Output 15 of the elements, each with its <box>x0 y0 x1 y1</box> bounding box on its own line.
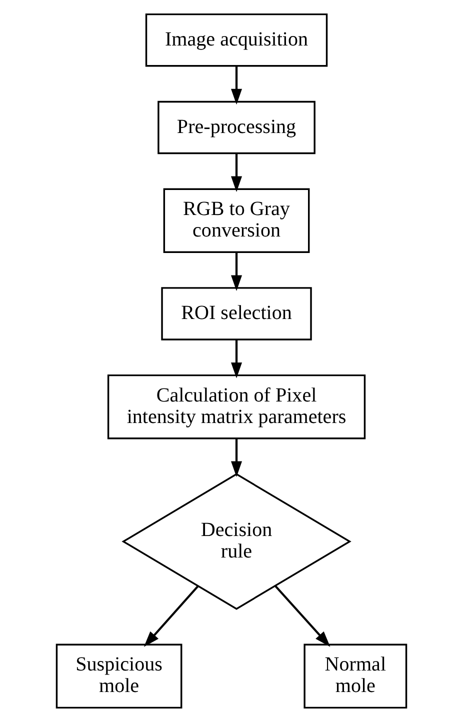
node-box: Image acquisition <box>145 13 328 67</box>
arrow <box>230 154 242 192</box>
node-box: Pre-processing <box>158 100 316 154</box>
arrow <box>230 340 242 378</box>
node-box: Normal mole <box>304 644 408 709</box>
arrow <box>230 66 242 105</box>
node-box: ROI selection <box>161 287 312 340</box>
node-box: Calculation of Pixel intensity matrix parameters <box>107 374 366 440</box>
arrow <box>230 252 242 291</box>
node-box: RGB to Gray conversion <box>163 188 310 253</box>
arrow <box>230 438 242 477</box>
node-box: Suspicious mole <box>56 644 182 709</box>
arrow <box>144 585 199 647</box>
arrow <box>274 585 330 647</box>
node-diamond: Decision rule <box>122 473 352 610</box>
